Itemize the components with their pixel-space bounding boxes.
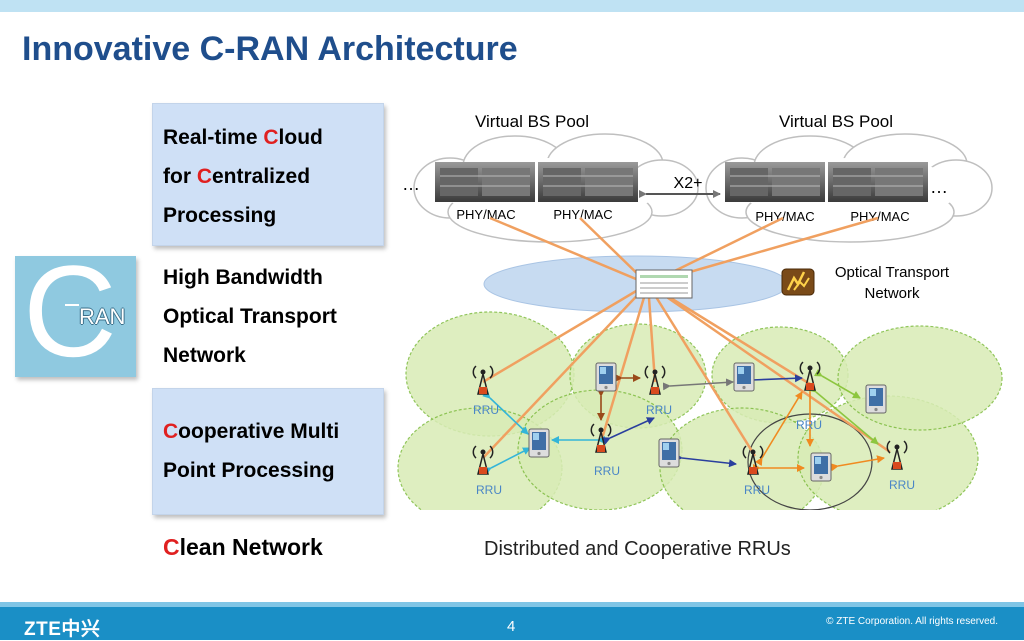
user-phone-icon: [733, 362, 755, 392]
server-rack: [435, 162, 535, 202]
callout-text: Point Processing: [163, 459, 335, 482]
cran-logo-letter: C: [23, 238, 117, 384]
callout-text: entralized: [212, 165, 311, 188]
clean-network-label: lean Network: [179, 534, 323, 560]
highlight-letter: C: [163, 420, 179, 443]
callout-cooperative-multipoint: Cooperative Multi Point Processing: [152, 388, 384, 515]
zte-logo: ZTE中兴: [24, 619, 101, 640]
rru-label: RRU: [594, 464, 620, 478]
footer-accent: [0, 602, 1024, 607]
callout-text: loud: [278, 126, 323, 149]
otn-label: Optical Transport: [835, 264, 950, 281]
cran-logo-text: RAN: [79, 304, 126, 329]
highlight-letter: C: [196, 165, 212, 188]
otn-label: Network: [864, 285, 920, 302]
diagram-caption: Distributed and Cooperative RRUs: [484, 538, 791, 560]
phy-mac-label: PHY/MAC: [456, 207, 515, 222]
cell-circle: [837, 325, 1003, 431]
user-phone-icon: [810, 452, 832, 482]
user-phone-icon: [528, 428, 550, 458]
cran-diagram: Virtual BS Pool Virtual BS Pool PHY/MAC …: [397, 112, 1003, 510]
highlight-letter: C: [163, 534, 180, 560]
page-number: 4: [507, 618, 516, 635]
clean-network-text: Clean Network: [163, 534, 323, 561]
bandwidth-line: High Bandwidth: [163, 266, 323, 289]
cran-logo-dash: [65, 304, 79, 306]
user-phone-icon: [595, 362, 617, 392]
copyright-notice: © ZTE Corporation. All rights reserved.: [826, 616, 998, 627]
bandwidth-text-block: High Bandwidth Optical Transport Network: [163, 258, 393, 375]
phy-mac-label: PHY/MAC: [755, 209, 814, 224]
server-rack: [538, 162, 638, 202]
pool-label-left: Virtual BS Pool: [475, 112, 589, 131]
ellipsis-right: …: [930, 177, 948, 197]
rru-label: RRU: [476, 483, 502, 497]
highlight-letter: C: [263, 126, 279, 149]
server-rack: [725, 162, 825, 202]
cooperation-arrows: [482, 369, 885, 475]
callout-text: Processing: [163, 204, 277, 227]
x2-label: X2+: [674, 175, 703, 192]
callout-text: Real-time: [163, 126, 264, 149]
rru-label: RRU: [646, 403, 672, 417]
server-rack: [828, 162, 928, 202]
slide-title: Innovative C-RAN Architecture: [22, 30, 518, 68]
footer-bar: ZTE中兴 4 © ZTE Corporation. All rights re…: [0, 602, 1024, 640]
ellipsis-left: …: [402, 174, 420, 194]
phy-mac-label: PHY/MAC: [553, 207, 612, 222]
optical-switch-icon: [635, 269, 693, 299]
rru-label: RRU: [473, 403, 499, 417]
user-phone-icon: [658, 438, 680, 468]
bandwidth-line: Network: [163, 344, 246, 367]
top-accent-bar: [0, 0, 1024, 12]
cran-logo: C RAN: [15, 246, 136, 377]
phy-mac-label: PHY/MAC: [850, 209, 909, 224]
callout-text: ooperative Multi: [178, 420, 340, 443]
rru-label: RRU: [889, 478, 915, 492]
rru-label: RRU: [796, 418, 822, 432]
bandwidth-line: Optical Transport: [163, 305, 337, 328]
pool-label-right: Virtual BS Pool: [779, 112, 893, 131]
optical-network-icon: [781, 268, 815, 296]
user-phone-icon: [865, 384, 887, 414]
callout-text: for: [163, 165, 197, 188]
callout-real-time-cloud: Real-time Cloud for Centralized Processi…: [152, 103, 384, 246]
rru-label: RRU: [744, 483, 770, 497]
